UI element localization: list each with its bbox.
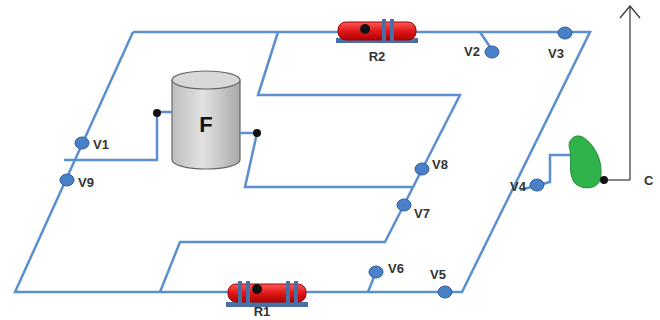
tank-label: F	[178, 95, 234, 155]
resistor-symbol	[226, 281, 308, 307]
valve-label: V2	[464, 45, 480, 58]
valve-label: V4	[510, 180, 526, 193]
resistor-symbol	[336, 19, 418, 43]
component-label: R1	[254, 305, 271, 318]
node-text: F	[199, 112, 212, 138]
valve-label: V8	[432, 158, 448, 171]
valve-label: V9	[78, 176, 94, 189]
valve-label: V3	[548, 47, 564, 60]
valve-label: V7	[414, 207, 430, 220]
component-label: R2	[369, 50, 386, 63]
green-fitting	[569, 136, 608, 188]
valve-label: V5	[430, 268, 446, 281]
valve-label: V6	[388, 262, 404, 275]
output-label: C	[644, 174, 653, 187]
valve-label: V1	[93, 138, 109, 151]
tank-cylinder	[153, 71, 261, 169]
valve-points	[60, 27, 572, 298]
pipes	[15, 32, 590, 292]
output-arrow	[606, 6, 640, 180]
